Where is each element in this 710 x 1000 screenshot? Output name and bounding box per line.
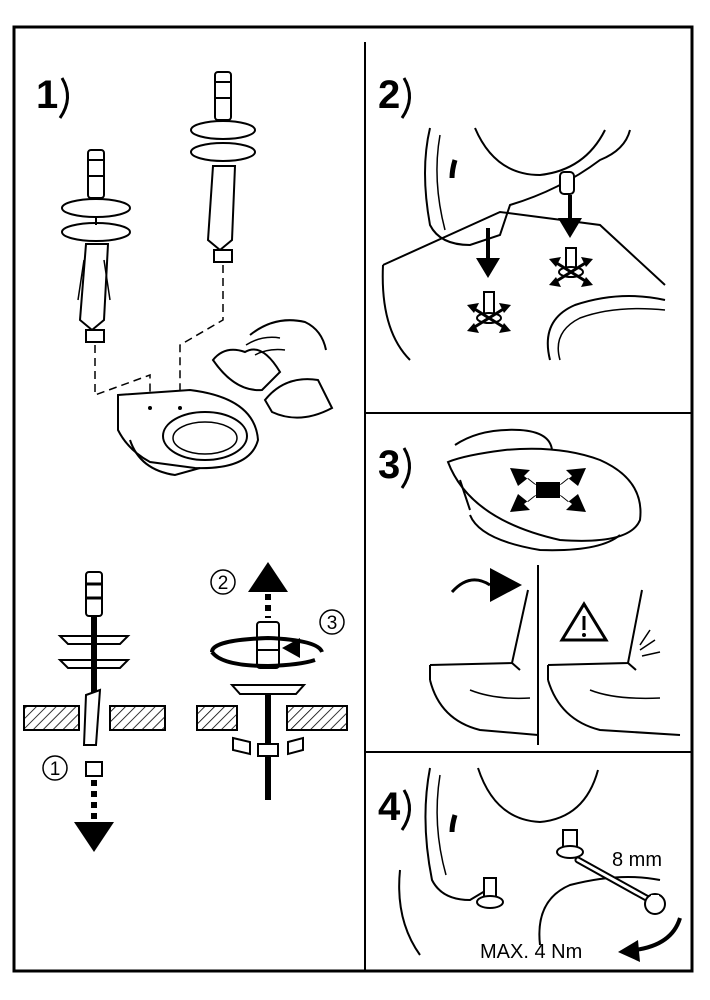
up-arrow-icon (248, 562, 288, 592)
down-arrow-icon (476, 258, 500, 278)
guide-line-left (94, 345, 151, 400)
rotate-arrow-icon (210, 635, 324, 654)
step-4-hook (400, 789, 411, 831)
callout-3-label: 3 (327, 613, 338, 634)
lid-correct (429, 568, 539, 736)
step-3-hook (400, 447, 411, 489)
step-4-panel: 4 8 mm MAX. 4 Nm (378, 767, 682, 963)
hand-with-cloth-icon (211, 319, 334, 419)
step-1-number: 1 (36, 73, 58, 117)
seat-lid-closed (424, 767, 496, 902)
toilet-closed (454, 428, 553, 451)
fixing-bolt-left (61, 149, 131, 343)
step-2-panel: 2 (378, 73, 666, 361)
step-2-hook (400, 77, 411, 119)
callout-2-circle (210, 569, 236, 595)
callout-3-circle (319, 609, 345, 635)
bolt-rotation-detail: 2 3 (196, 562, 348, 800)
bowl-outline (381, 264, 411, 361)
down-arrow-icon (558, 218, 582, 238)
callout-1-label: 1 (50, 759, 61, 780)
wrench-icon (574, 856, 666, 915)
step-3-number: 3 (378, 443, 400, 487)
spread-arrows-icon (510, 468, 586, 512)
lid-warning (547, 589, 681, 736)
wrench-size-label: 8 mm (612, 849, 662, 871)
rotate-arrow-icon (634, 917, 682, 952)
outer-frame (12, 25, 694, 973)
step-2-number: 2 (378, 73, 400, 117)
step-1-panel: 1 (23, 71, 348, 852)
step-1-hook (58, 77, 69, 119)
step-3-panel: 3 (378, 428, 681, 745)
fixing-bolt-right (190, 71, 256, 263)
seat-lid (424, 127, 631, 247)
torque-label: MAX. 4 Nm (480, 941, 582, 963)
callout-2-label: 2 (218, 573, 229, 594)
callout-1-circle (42, 755, 68, 781)
bolt-insertion-detail: 1 (23, 571, 166, 852)
down-arrow-icon (74, 822, 114, 852)
toilet-bowl (117, 388, 260, 477)
guide-line-right (179, 265, 224, 402)
step-4-number: 4 (378, 785, 401, 829)
